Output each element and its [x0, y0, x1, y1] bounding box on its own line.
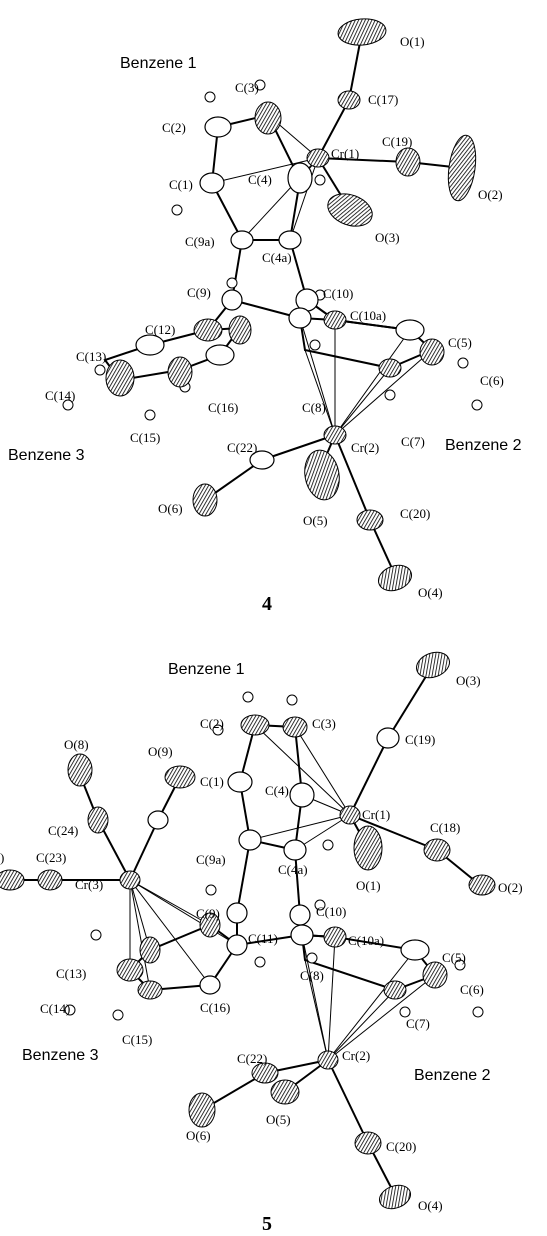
- atom-label: Cr(3): [75, 877, 103, 892]
- atom-label: Cr(2): [351, 440, 379, 455]
- atom-label: C(9): [196, 906, 220, 921]
- atom-label: C(17): [368, 92, 398, 107]
- atom-label: C(22): [237, 1051, 267, 1066]
- atom-label: Cr(2): [342, 1048, 370, 1063]
- atom-label: C(1): [200, 774, 224, 789]
- atom-label: C(8): [300, 968, 324, 983]
- atom-label: C(4a): [278, 862, 308, 877]
- atom-label: Cr(1): [362, 807, 390, 822]
- atom-label: O(5): [266, 1112, 291, 1127]
- atom-label: C(11): [248, 931, 278, 946]
- atom-label: C(10): [323, 286, 353, 301]
- atom-label: C(20): [386, 1139, 416, 1154]
- atom-label: C(13): [76, 349, 106, 364]
- atom-label: O(1): [356, 878, 381, 893]
- atom-label: O(2): [498, 880, 523, 895]
- structure-4-bonds: [103, 31, 463, 576]
- atom-label: C(23): [36, 850, 66, 865]
- atom-label: O(3): [375, 230, 400, 245]
- compound-number: 4: [262, 593, 272, 615]
- atom-label: C(9a): [185, 234, 215, 249]
- atom-label: C(10a): [348, 933, 384, 948]
- structure-5-hydrogen-atoms: [64, 691, 484, 1021]
- atom-label: C(4): [265, 783, 289, 798]
- atom-label: C(7): [401, 434, 425, 449]
- atom-label: Cr(1): [331, 146, 359, 161]
- benzene-1-label: Benzene 1: [120, 55, 197, 72]
- structure-5: Benzene 1 Benzene 2 Benzene 3 O(3) C(2) …: [0, 651, 523, 1235]
- atom-label: C(16): [200, 1000, 230, 1015]
- atom-label: O(2): [478, 187, 503, 202]
- atom-label: O(9): [148, 744, 173, 759]
- atom-label: C(10a): [350, 308, 386, 323]
- atom-label: C(5): [442, 950, 466, 965]
- atom-label: C(4): [248, 172, 272, 187]
- atom-label: C(22): [227, 440, 257, 455]
- benzene-3-label: Benzene 3: [22, 1047, 99, 1064]
- atom-label: C(7): [406, 1016, 430, 1031]
- atom-label: C(13): [56, 966, 86, 981]
- compound-number: 5: [262, 1213, 272, 1235]
- atom-label: O(8): [64, 737, 89, 752]
- structure-5-labels: Benzene 1 Benzene 2 Benzene 3 O(3) C(2) …: [0, 661, 523, 1235]
- atom-label: C(9): [187, 285, 211, 300]
- structure-4-atoms: [105, 18, 477, 592]
- atom-label: O(4): [418, 585, 443, 600]
- atom-label: C(5): [448, 335, 472, 350]
- atom-label: C(9a): [196, 852, 226, 867]
- atom-label: C(19): [382, 134, 412, 149]
- benzene-2-label: Benzene 2: [414, 1067, 491, 1084]
- atom-label: C(19): [405, 732, 435, 747]
- atom-label: C(14): [45, 388, 75, 403]
- atom-label: C(12): [145, 322, 175, 337]
- atom-label: C(2): [162, 120, 186, 135]
- atom-label: C(3): [312, 716, 336, 731]
- atom-label: C(15): [130, 430, 160, 445]
- atom-label: O(6): [158, 501, 183, 516]
- atom-label: C(14): [40, 1001, 70, 1016]
- atom-label: C(4a): [262, 250, 292, 265]
- atom-label: O(3): [456, 673, 481, 688]
- atom-label: O(4): [418, 1198, 443, 1213]
- atom-label: C(24): [48, 823, 78, 838]
- structure-4: Benzene 1 Benzene 2 Benzene 3 O(1) C(17)…: [8, 18, 522, 615]
- atom-label: C(10): [316, 904, 346, 919]
- atom-label: O(5): [303, 513, 328, 528]
- atom-label: ): [0, 850, 4, 865]
- atom-label: C(20): [400, 506, 430, 521]
- atom-label: C(15): [122, 1032, 152, 1047]
- structure-4-labels: Benzene 1 Benzene 2 Benzene 3 O(1) C(17)…: [8, 34, 522, 615]
- structure-5-atoms: [0, 651, 496, 1210]
- atom-label: C(6): [460, 982, 484, 997]
- atom-label: C(1): [169, 177, 193, 192]
- atom-label: O(1): [400, 34, 425, 49]
- atom-label: C(18): [430, 820, 460, 835]
- structure-4-hydrogen-atoms: [62, 79, 483, 421]
- atom-label: C(6): [480, 373, 504, 388]
- atom-label: C(8): [302, 400, 326, 415]
- benzene-3-label: Benzene 3: [8, 447, 85, 464]
- atom-label: C(16): [208, 400, 238, 415]
- atom-label: C(3): [235, 80, 259, 95]
- benzene-2-label: Benzene 2: [445, 437, 522, 454]
- atom-label: O(6): [186, 1128, 211, 1143]
- benzene-1-label: Benzene 1: [168, 661, 245, 678]
- atom-label: C(2): [200, 716, 224, 731]
